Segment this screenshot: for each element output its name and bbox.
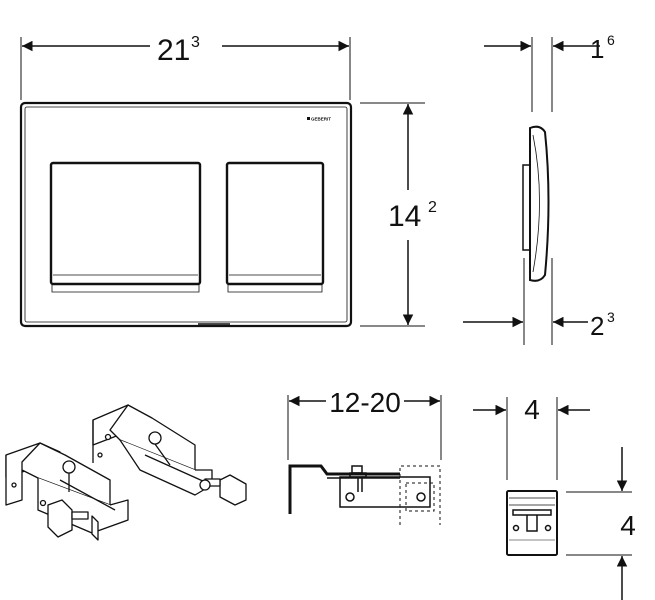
depth-bottom-value: 2	[590, 311, 604, 341]
width-dimension: 21 3	[20, 34, 351, 100]
clip-height-value: 4	[620, 510, 636, 541]
width-value-sup: 3	[191, 34, 200, 51]
depth-top-value: 1	[590, 34, 604, 64]
width-value: 21	[157, 34, 190, 67]
bracket-range-value: 12-20	[329, 387, 401, 418]
clip-height-dimension: 4	[566, 447, 636, 600]
clip-width-value: 4	[524, 394, 540, 425]
clip-width-dimension: 4	[473, 394, 590, 480]
depth-bottom-value-sup: 3	[607, 309, 615, 325]
depth-top-value-sup: 6	[607, 32, 615, 48]
bracket-right	[92, 404, 247, 506]
height-dimension: 14 2	[360, 102, 437, 327]
height-value-sup: 2	[428, 199, 437, 216]
height-value: 14	[388, 200, 421, 233]
geberit-logo: GEBERIT	[307, 117, 331, 122]
bracket-left	[5, 442, 129, 541]
mounting-brackets-isometric	[5, 404, 247, 541]
flush-plate-front-view: GEBERIT	[19, 101, 353, 328]
svg-text:GEBERIT: GEBERIT	[311, 117, 331, 122]
bracket-side-view	[288, 464, 441, 525]
clip-front-view	[506, 490, 558, 556]
small-flush-button	[225, 161, 325, 293]
large-flush-button	[49, 161, 202, 293]
flush-plate-side-view: 1 6 2 3	[463, 32, 615, 345]
bracket-range-dimension: 12-20	[287, 387, 442, 460]
